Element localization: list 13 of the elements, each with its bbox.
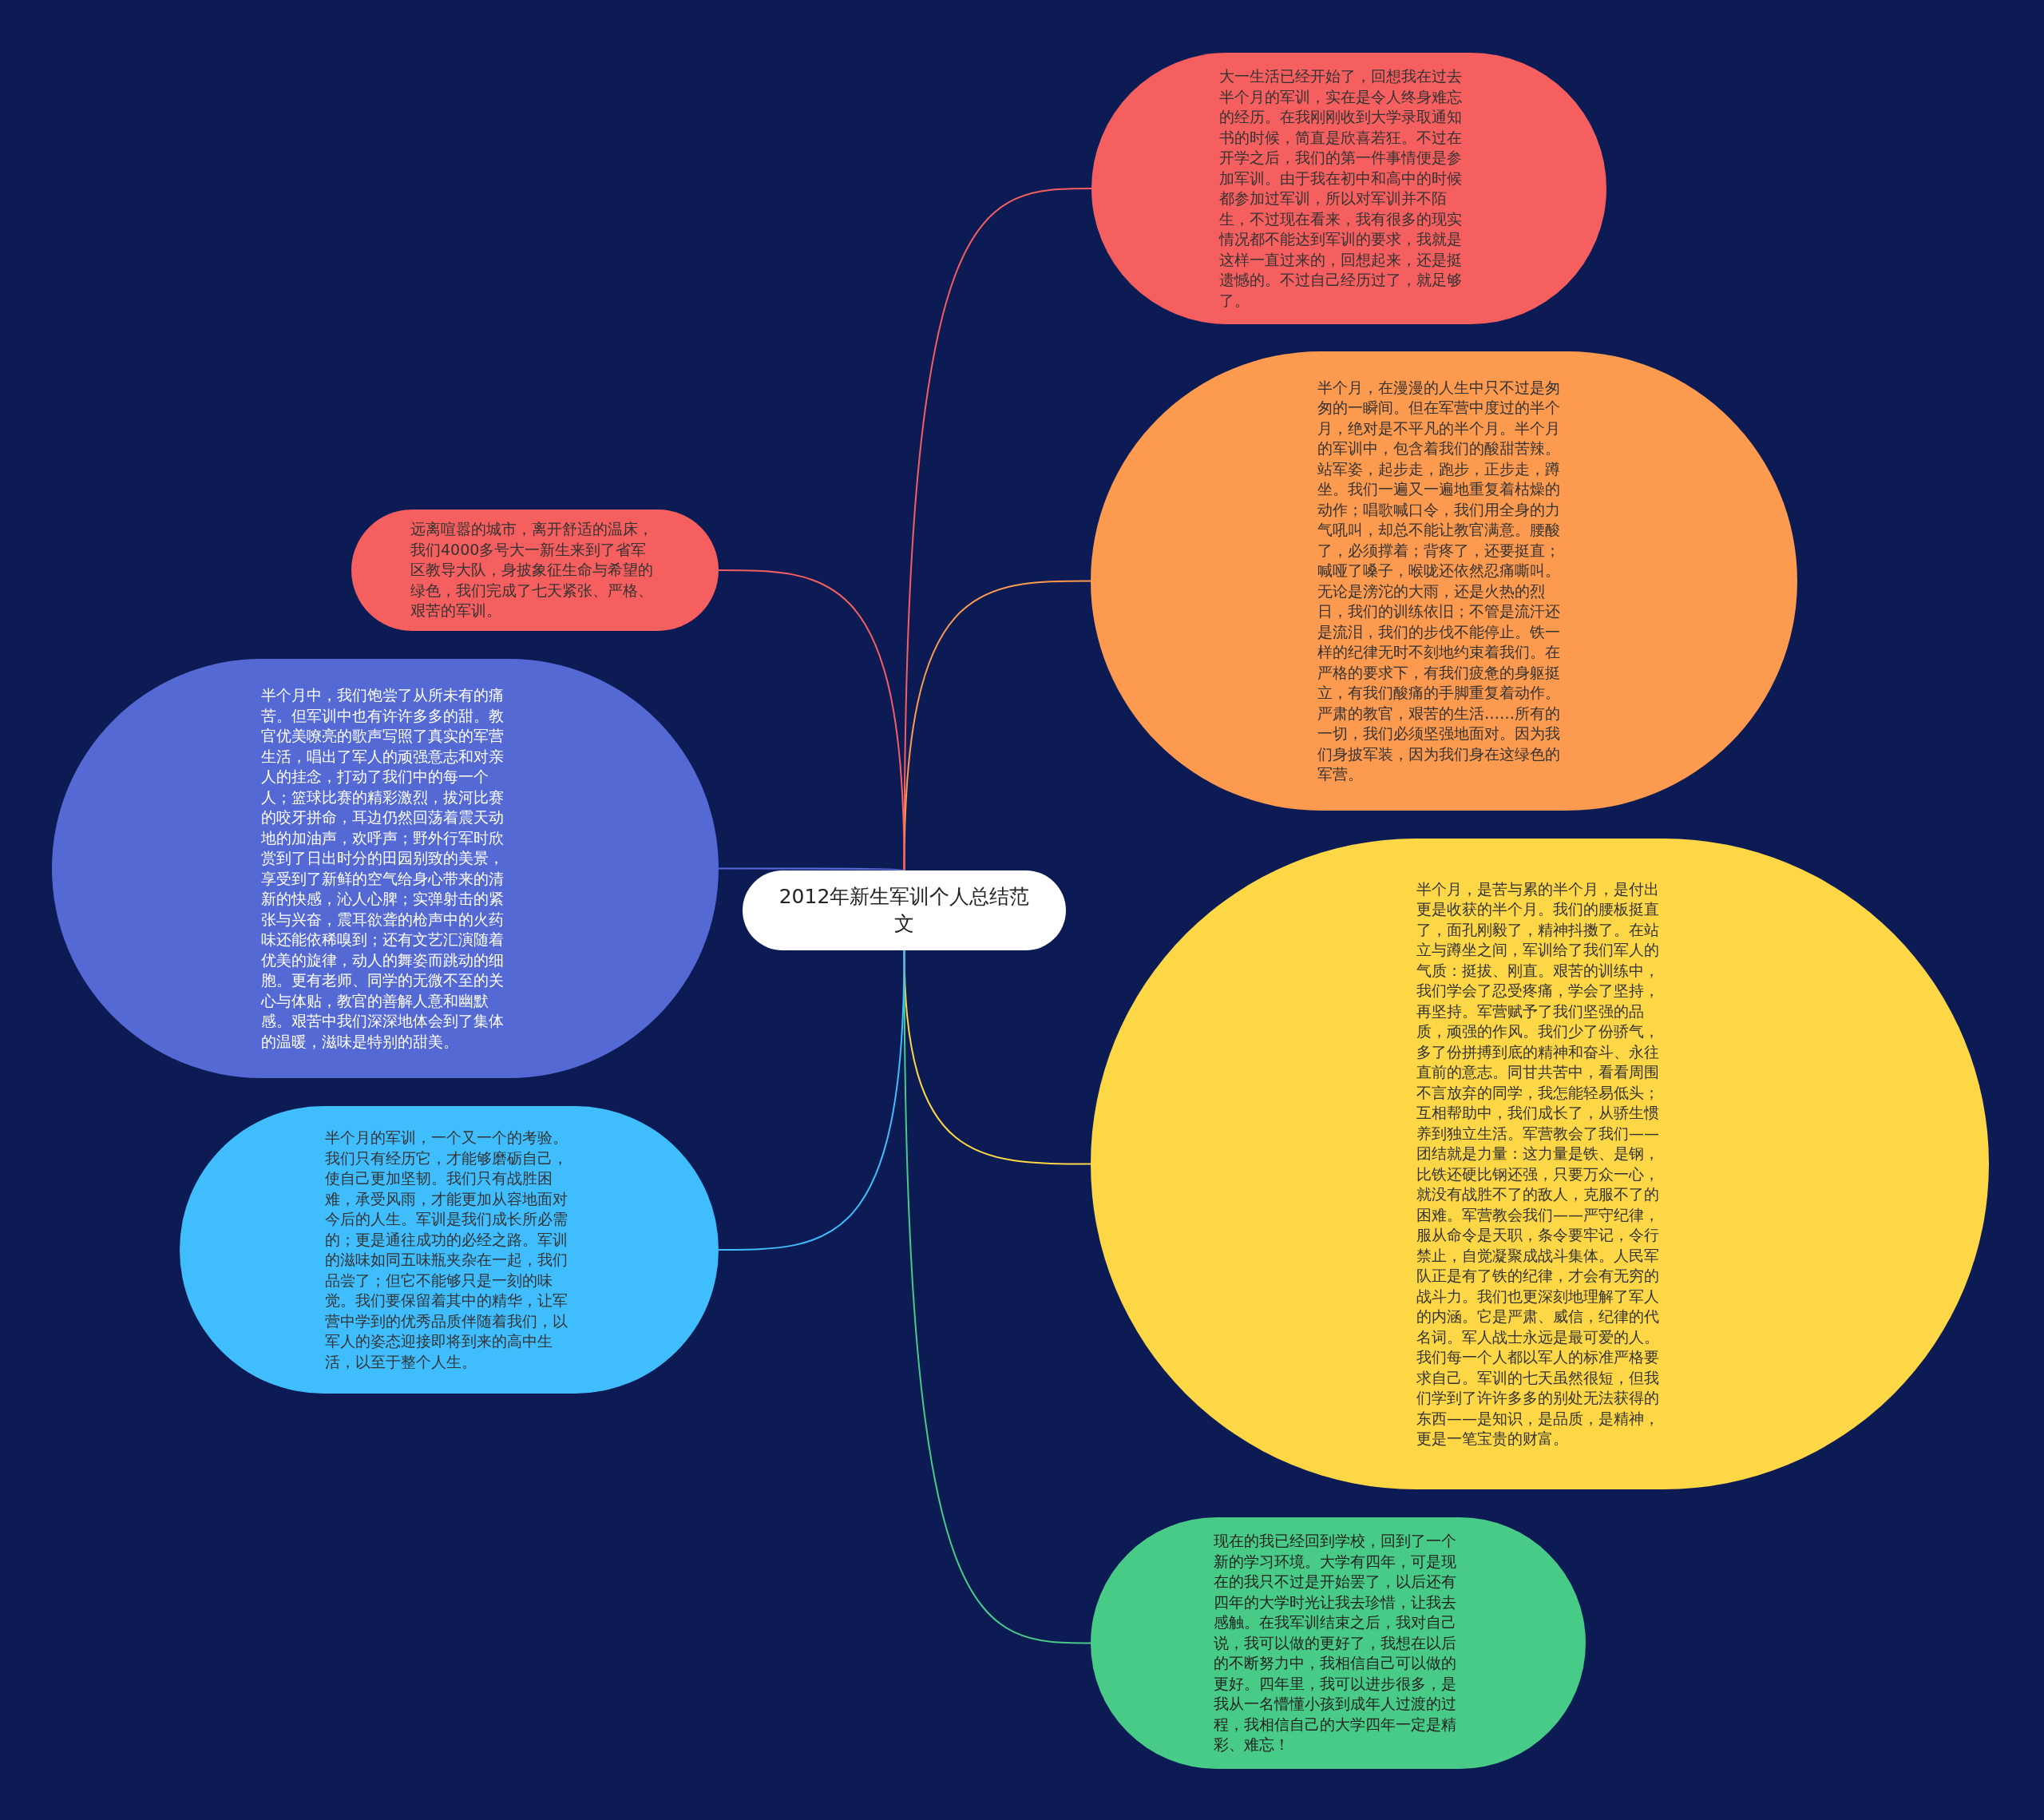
paragraph-text: 大一生活已经开始了，回想我在过去半个月的军训，实在是令人终身难忘的经历。在我刚刚收到大学录取通知书的时候，简直是欣喜若狂。不过在开学之后，我们的第一件事情便是参加军训。由于我在初中和高中的时候都参加过军训，所以对军训并不陌生，不过现在看来，我有很多的现实情况都不能达到军训的要求，我就是这样一直过来的，回想起来，还是挺遗憾的。不过自己经历过了，就足够了。 — [1219, 66, 1463, 311]
paragraph-text: 现在的我已经回到学校，回到了一个新的学习环境。大学有四年，可是现在的我只不过是开始罢了，以后还有四年的大学时光让我去珍惜，让我去感触。在我军训结束之后，我对自己说，我可以做的更好了，我想在以后的不断努力中，我相信自己可以做的更好。四年里，我可以进步很多，是我从一名懵懂小孩到成年人过渡的过程，我相信自己的大学四年一定是精彩、难忘！ — [1214, 1531, 1457, 1755]
topic-title: 2012年新生军训个人总结范文 — [778, 884, 1031, 937]
connector-line — [903, 950, 1091, 1644]
paragraph-text: 半个月，是苦与累的半个月，是付出更是收获的半个月。我们的腰板挺直了，面孔刚毅了，精神抖擞了。在站立与蹲坐之间，军训给了我们军人的气质：挺拔、刚直。艰苦的训练中，我们学会了忍受疼痛，学会了坚持，再坚持。军营赋予了我们坚强的品质，顽强的作风。我们少了份骄气，多了份拼搏到底的精神和奋斗、永往直前的意志。同甘共苦中，看看周围不言放弃的同学，我怎能轻易低头；互相帮助中，我们成长了，从骄生惯养到独立生活。军营教会了我们——团结就是力量：这力量是铁、是钢，比铁还硬比钢还强，只要万众一心，就没有战胜不了的敌人，克服不了的困难。军营教会我们——严守纪律，服从命令是天职，条令要牢记，令行禁止，自觉凝聚成战斗集体。人民军队正是有了铁的纪律，才会有无穷的战斗力。我们也更深刻地理解了军人的内涵。它是严肃、威信，纪律的代名词。军人战士永远是最可爱的人。我们每一个人都以军人的标准严格要求自己。军训的七天虽然很短，但我们学到了许许多多的别处无法获得的东西——是知识，是品质，是精神，更是一笔宝贵的财富。 — [1416, 878, 1660, 1449]
paragraph-text: 远离喧嚣的城市，离开舒适的温床，我们4000多号大一新生来到了省军区教导大队，身披象征生命与希望的绿色，我们完成了七天紧张、严格、艰苦的军训。 — [410, 519, 654, 621]
paragraph-text: 半个月，在漫漫的人生中只不过是匆匆的一瞬间。但在军营中度过的半个月，绝对是不平凡的半个月。半个月的军训中，包含着我们的酸甜苦辣。站军姿，起步走，跑步，正步走，蹲坐。我们一遍又一遍地重复着枯燥的动作；唱歌喊口令，我们用全身的力气吼叫，却总不能让教官满意。腰酸了，必须撑着；背疼了，还要挺直；喊哑了嗓子，喉咙还依然忍痛嘶叫。无论是滂沱的大雨，还是火热的烈日，我们的训练依旧；不管是流汗还是流泪，我们的步伐不能停止。铁一样的纪律无时不刻地约束着我们。在严格的要求下，有我们疲惫的身躯挺立，有我们酸痛的手脚重复着动作。严肃的教官，艰苦的生活……所有的一切，我们必须坚强地面对。因为我们身披军装，因为我们身在这绿色的军营。 — [1317, 377, 1561, 784]
connector-line — [718, 867, 905, 871]
paragraph-text: 半个月中，我们饱尝了从所未有的痛苦。但军训中也有许许多多的甜。教官优美嘹亮的歌声写照了真实的军营生活，唱出了军人的顽强意志和对亲人的挂念，打动了我们中的每一个人；篮球比赛的精彩激烈，拔河比赛的咬牙拼命，耳边仍然回荡着震天动地的加油声，欢呼声；野外行军时欣赏到了日出时分的田园别致的美景，享受到了新鲜的空气给身心带来的清新的快感，沁人心脾；实弹射击的紧张与兴奋，震耳欲聋的枪声中的火药味还能依稀嗅到；还有文艺汇演随着优美的旋律，动人的舞姿而跳动的细胞。更有老师、同学的无微不至的关心与体贴，教官的善解人意和幽默感。艰苦中我们深深地体会到了集体的温暖，滋味是特别的甜美。 — [261, 685, 505, 1052]
connector-line — [903, 580, 1091, 871]
paragraph-text: 半个月的军训，一个又一个的考验。我们只有经历它，才能够磨砺自己，使自己更加坚韧。我们只有战胜困难，承受风雨，才能更加从容地面对今后的人生。军训是我们成长所必需的；更是通往成功的必经之路。军训的滋味如同五味瓶夹杂在一起，我们品尝了；但它不能够只是一刻的味觉。我们要保留着其中的精华，让军营中学到的优秀品质伴随着我们，以军人的姿态迎接即将到来的高中生活，以至于整个人生。 — [325, 1128, 568, 1372]
connector-line — [718, 950, 905, 1251]
connector-line — [718, 569, 905, 871]
